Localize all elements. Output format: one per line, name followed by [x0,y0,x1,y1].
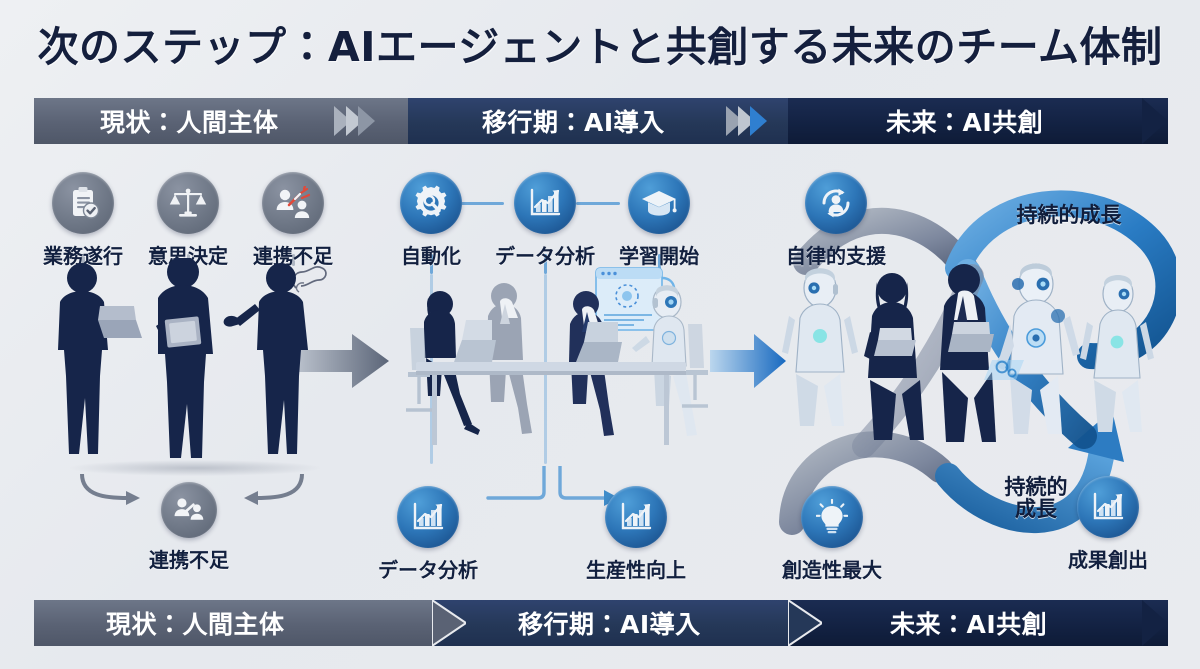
phase-label: 移行期：AI導入 [518,610,701,639]
page-title: 次のステップ：AIエージェントと共創する未来のチーム体制 [37,23,1163,71]
bar-chart-growth-icon [397,486,459,548]
chip-automation[interactable]: 自動化 [375,172,487,269]
convergence-arrows [80,473,304,505]
lightbulb-icon [801,486,863,548]
chip-learning-start[interactable]: 学習開始 [603,172,715,269]
arrow-separator-1 [431,598,468,648]
annotation-sustained-growth-top: 持続的成長 [1016,203,1122,227]
person-with-laptop [58,263,122,454]
phase-segment-current-top[interactable]: 現状：人間主体 [34,98,408,144]
phase-segment-future-bottom[interactable]: 未来：AI共創 [788,600,1168,646]
bar-chart-growth-icon [605,486,667,548]
phase-segment-transition-bottom[interactable]: 移行期：AI導入 [432,600,788,646]
chip-label: 生産性向上 [586,558,686,582]
chip-label: 成果創出 [1068,548,1148,572]
banner-end-arrow-bottom [1142,600,1168,646]
banner-end-arrow-top [1142,98,1168,144]
flow-arrow-current-to-transition [298,334,389,388]
phase-label: 現状：人間主体 [100,108,279,137]
chip-data-analysis-top[interactable]: データ分析 [489,172,601,269]
chip-data-analysis-bottom[interactable]: データ分析 [372,486,484,583]
annotation-line-2: 成長 [1015,497,1057,522]
hologram-gears [984,360,1024,380]
broken-link-people-icon [262,172,324,234]
floor-shadow [70,460,320,476]
panel-current-state: 業務遂行 意思決定 [24,150,354,598]
chip-results-creation[interactable]: 成果創出 [1052,476,1164,573]
chip-autonomous-support[interactable]: 自律的支援 [780,172,892,269]
chip-label: データ分析 [378,558,478,582]
connector-line [460,202,504,205]
phase-label: 現状：人間主体 [106,610,285,639]
clipboard-check-icon [52,172,114,234]
phase-label: 未来：AI共創 [886,108,1044,137]
person-seated-woman [424,291,480,435]
chip-max-creativity[interactable]: 創造性最大 [776,486,888,583]
bar-chart-growth-icon [1077,476,1139,538]
chip-poor-collaboration-top[interactable]: 連携不足 [237,172,349,269]
phase-banner-bottom: 現状：人間主体 移行期：AI導入 未来：AI共創 [34,598,1168,648]
graduation-cap-icon [628,172,690,234]
phase-segment-transition-top[interactable]: 移行期：AI導入 [408,98,788,144]
future-team-scene [778,254,1170,464]
connector-line [544,254,547,274]
robot-center [994,263,1080,434]
chip-label: 自動化 [401,244,461,268]
person-gesturing [223,263,308,454]
connector-line [430,254,433,274]
chip-productivity-improvement[interactable]: 生産性向上 [580,486,692,583]
chip-label: 連携不足 [253,244,333,268]
chip-label: 自律的支援 [786,244,886,268]
phase-segment-current-bottom[interactable]: 現状：人間主体 [34,600,432,646]
title-bar: 次のステップ：AIエージェントと共創する未来のチーム体制 [0,0,1200,86]
phase-segment-future-top[interactable]: 未来：AI共創 [788,98,1168,144]
person-woman-silhouette [864,273,924,440]
connector-line [292,254,295,266]
connector-line [576,202,620,205]
three-businessmen-silhouettes [38,256,338,468]
chip-business-execution[interactable]: 業務遂行 [27,172,139,269]
meeting-table-scene [392,258,722,466]
phase-label: 移行期：AI導入 [482,108,665,137]
person-with-tablet [156,256,213,458]
panel-future: 自律的支援 持続的成長 [772,150,1176,598]
chip-label: 連携不足 [149,548,229,572]
annotation-sustained-growth-bottom: 持続的 成長 [990,476,1082,521]
infographic-stage: 業務遂行 意思決定 [0,150,1200,598]
gear-wrench-icon [400,172,462,234]
thought-scribble-icon [292,266,327,293]
chip-poor-collaboration-bottom[interactable]: 連携不足 [133,482,245,573]
flow-arrow-transition-to-future [710,334,786,388]
chip-label: 創造性最大 [782,558,882,582]
robot-right [1080,275,1154,432]
person-refresh-cycle-icon [805,172,867,234]
chip-label: データ分析 [495,244,595,268]
arrow-separator-2 [787,598,824,648]
phase-banner-top: 現状：人間主体 移行期：AI導入 未来：AI共創 [34,98,1168,144]
chip-label: 学習開始 [619,244,699,268]
scales-balance-icon [157,172,219,234]
annotation-line-1: 持続的 [1004,475,1068,499]
panel-transition: 自動化 データ分析 [378,150,728,598]
phase-label: 未来：AI共創 [890,610,1048,639]
bar-chart-growth-icon [514,172,576,234]
robot-left [782,268,858,426]
broken-link-people-icon [161,482,217,538]
connector-line [658,254,661,274]
chip-decision-making[interactable]: 意思決定 [132,172,244,269]
person-man-silhouette [940,264,996,442]
